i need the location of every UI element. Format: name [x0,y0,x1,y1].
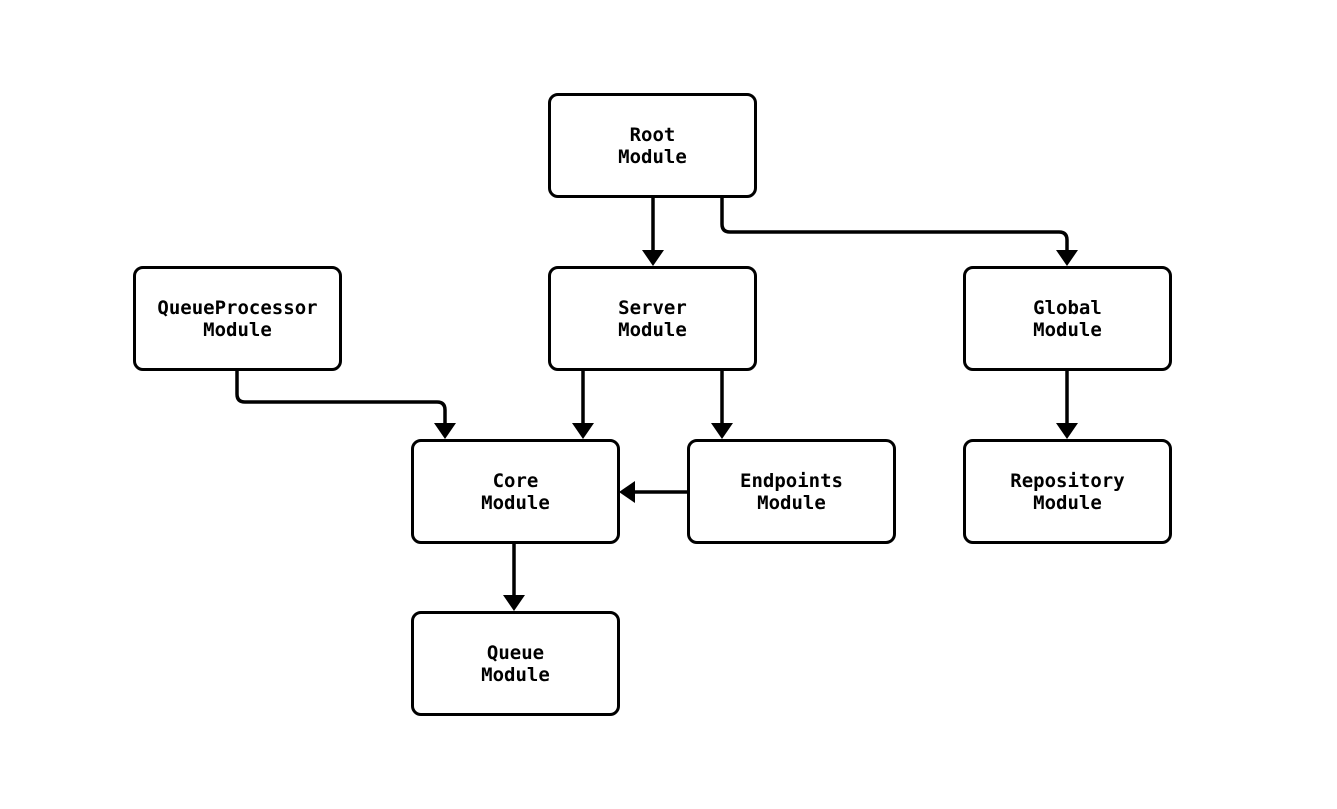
node-root-module: Root Module [548,93,757,198]
edge-server-to-endpoints [711,371,733,439]
node-queue-module: Queue Module [411,611,620,716]
edge-server-to-core [572,371,594,439]
node-queue-module-label: Queue Module [481,641,550,686]
node-root-module-label: Root Module [618,123,687,168]
edge-endpoints-to-core [619,481,687,503]
node-server-module-label: Server Module [618,296,687,341]
edge-global-to-repository [1056,371,1078,439]
node-repository-module-label: Repository Module [1010,469,1125,514]
node-global-module-label: Global Module [1033,296,1102,341]
node-core-module-label: Core Module [481,469,550,514]
node-server-module: Server Module [548,266,757,371]
edge-root-to-global [720,198,1078,266]
node-endpoints-module-label: Endpoints Module [740,469,843,514]
edge-core-to-queue [503,544,525,611]
node-queueprocessor-module-label: QueueProcessor Module [157,296,318,341]
edge-queueprocessor-to-core [235,371,456,439]
node-endpoints-module: Endpoints Module [687,439,896,544]
node-global-module: Global Module [963,266,1172,371]
node-core-module: Core Module [411,439,620,544]
node-queueprocessor-module: QueueProcessor Module [133,266,342,371]
edge-root-to-server [642,198,664,266]
node-repository-module: Repository Module [963,439,1172,544]
